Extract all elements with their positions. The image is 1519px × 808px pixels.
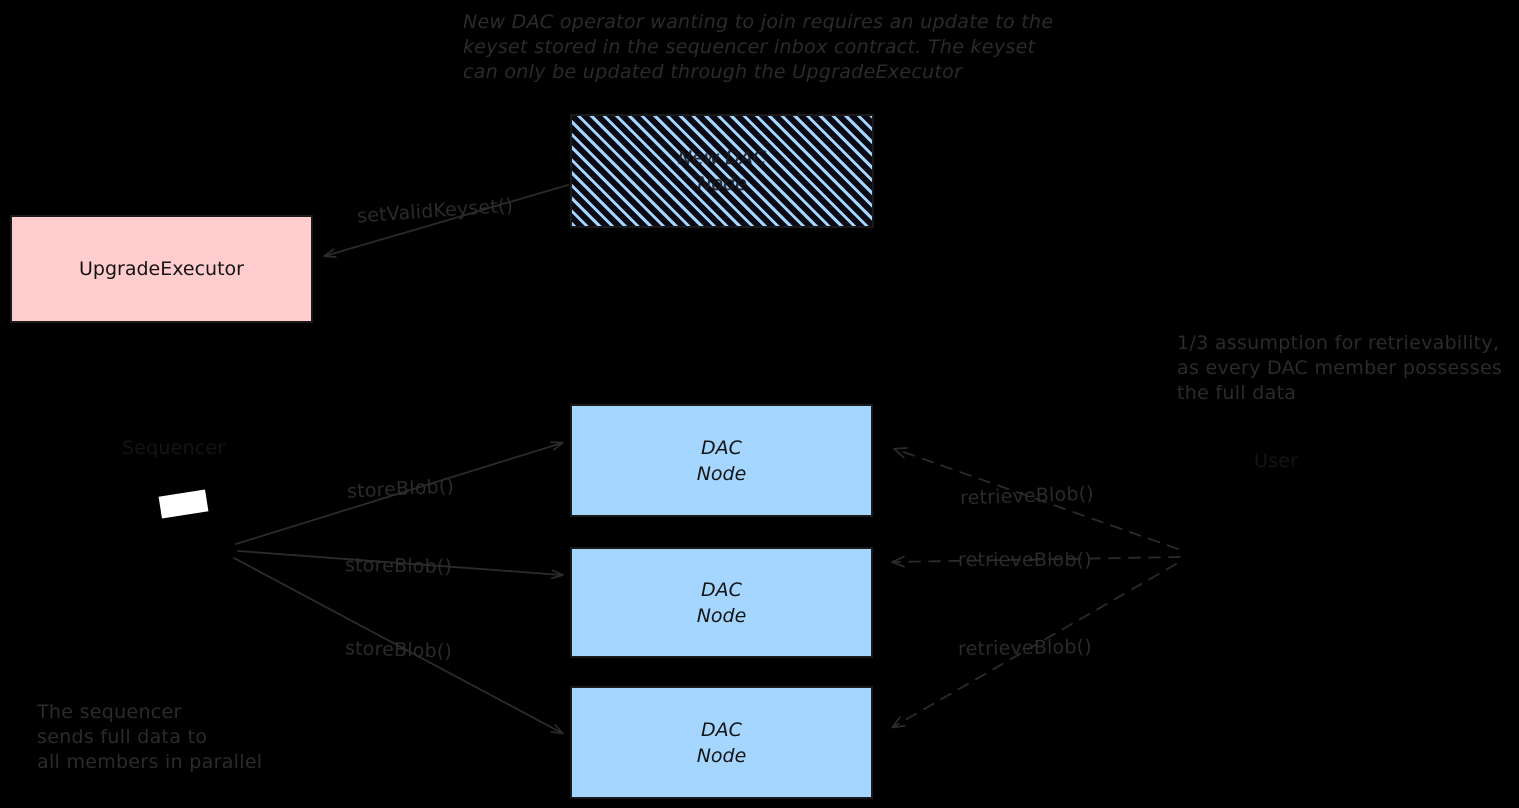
edge-store-blob-2 [237, 550, 564, 580]
edge-label-retrieve-blob-2: retrieveBlob() [958, 549, 1092, 571]
node-dac-node-3[interactable]: DAC Node [570, 686, 873, 799]
edge-retrieve-blob-1 [893, 447, 1179, 550]
actor-sequencer-label: Sequencer [122, 437, 226, 459]
edge-label-retrieve-blob-3: retrieveBlob() [957, 635, 1093, 661]
node-dac-node-1[interactable]: DAC Node [570, 404, 873, 517]
node-dac-node-2-label: DAC Node [696, 578, 747, 627]
edge-retrieve-blob-2 [891, 555, 1181, 568]
edge-set-valid-keyset [323, 184, 569, 258]
annotation-right-note: 1/3 assumption for retrievability, as ev… [1177, 332, 1503, 404]
node-dac-node-1-label: DAC Node [696, 436, 747, 485]
annotation-top-note: New DAC operator wanting to join require… [463, 11, 1054, 83]
node-dac-node-2[interactable]: DAC Node [570, 547, 873, 658]
edge-label-retrieve-blob-1: retrieveBlob() [959, 482, 1095, 510]
edge-label-store-blob-2: storeBlob() [344, 554, 453, 578]
edge-label-store-blob-3: storeBlob() [344, 637, 453, 663]
edge-retrieve-blob-3 [891, 563, 1177, 729]
node-new-dac-node[interactable]: New DAC Node [570, 114, 874, 228]
annotation-bottom-left-note: The sequencer sends full data to all mem… [37, 701, 263, 773]
edge-store-blob-3 [233, 557, 564, 735]
node-upgrade-executor-label: UpgradeExecutor [79, 258, 244, 280]
actor-user-label: User [1254, 450, 1299, 472]
node-new-dac-node-label: New DAC Node [677, 147, 767, 195]
node-dac-node-3-label: DAC Node [696, 718, 747, 767]
edge-store-blob-1 [235, 441, 564, 545]
node-upgrade-executor[interactable]: UpgradeExecutor [10, 215, 313, 323]
